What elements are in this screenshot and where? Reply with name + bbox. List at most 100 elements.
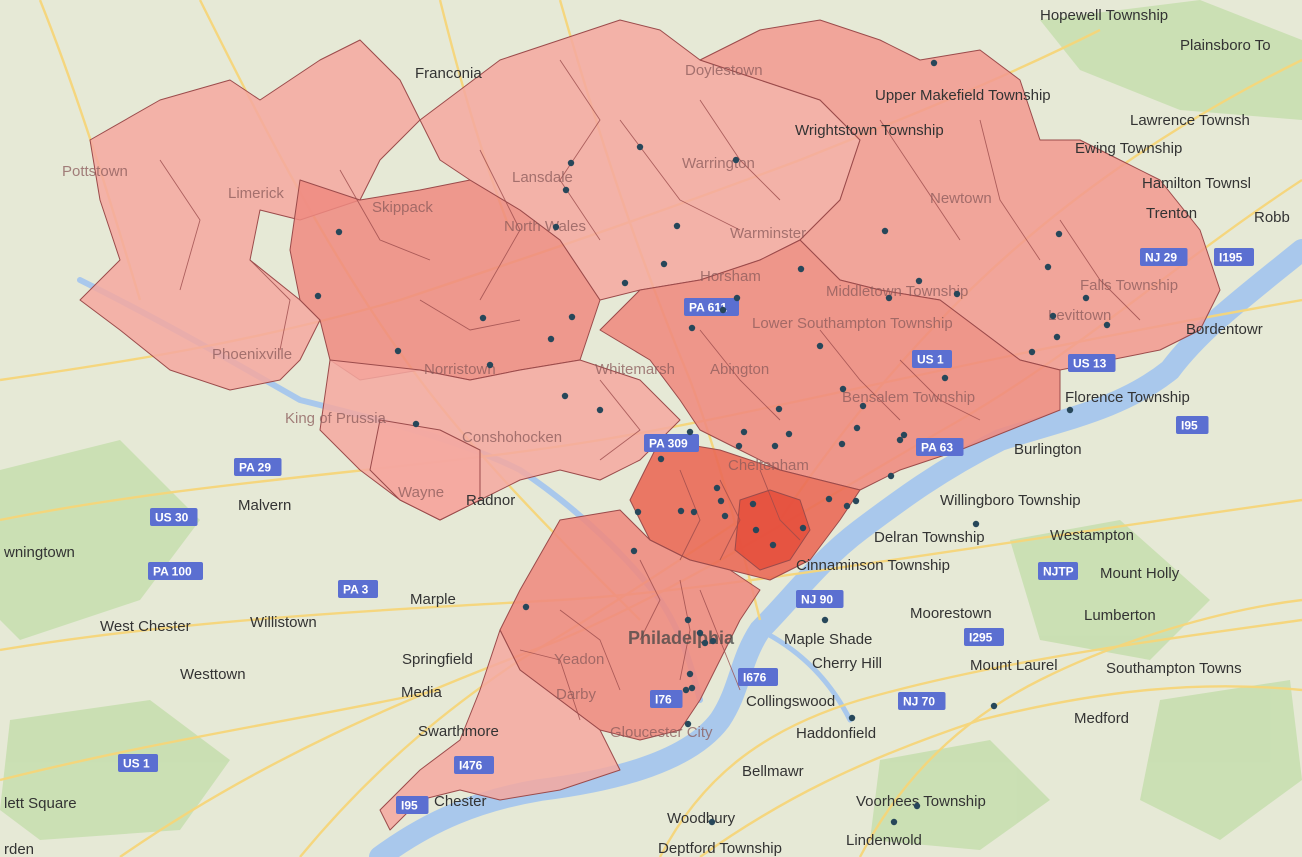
location-marker[interactable]: [825, 495, 833, 503]
location-marker[interactable]: [486, 361, 494, 369]
location-marker[interactable]: [621, 279, 629, 287]
location-marker[interactable]: [900, 431, 908, 439]
location-marker[interactable]: [838, 440, 846, 448]
route-shield-nj-29: NJ 29: [1140, 248, 1188, 266]
location-marker[interactable]: [881, 227, 889, 235]
route-shield-pa-309: PA 309: [644, 434, 699, 452]
location-marker[interactable]: [797, 265, 805, 273]
location-marker[interactable]: [677, 507, 685, 515]
place-label-westtown: Westtown: [180, 666, 246, 683]
location-marker[interactable]: [394, 347, 402, 355]
place-label-cherry-hill: Cherry Hill: [812, 655, 882, 672]
location-marker[interactable]: [972, 520, 980, 528]
location-marker[interactable]: [1028, 348, 1036, 356]
location-marker[interactable]: [890, 818, 898, 826]
location-marker[interactable]: [771, 442, 779, 450]
svg-text:I676: I676: [743, 671, 767, 685]
location-marker[interactable]: [717, 497, 725, 505]
location-marker[interactable]: [848, 714, 856, 722]
location-marker[interactable]: [552, 223, 560, 231]
location-marker[interactable]: [660, 260, 668, 268]
location-marker[interactable]: [412, 420, 420, 428]
location-marker[interactable]: [479, 314, 487, 322]
location-marker[interactable]: [709, 637, 717, 645]
location-marker[interactable]: [735, 442, 743, 450]
location-marker[interactable]: [684, 720, 692, 728]
location-marker[interactable]: [913, 802, 921, 810]
location-marker[interactable]: [887, 472, 895, 480]
location-marker[interactable]: [522, 603, 530, 611]
location-marker[interactable]: [1049, 312, 1057, 320]
location-marker[interactable]: [853, 424, 861, 432]
location-marker[interactable]: [708, 818, 716, 826]
location-marker[interactable]: [682, 686, 690, 694]
location-marker[interactable]: [314, 292, 322, 300]
location-marker[interactable]: [1044, 263, 1052, 271]
location-marker[interactable]: [749, 500, 757, 508]
location-marker[interactable]: [686, 670, 694, 678]
location-marker[interactable]: [885, 294, 893, 302]
location-marker[interactable]: [785, 430, 793, 438]
svg-text:NJ 90: NJ 90: [801, 593, 833, 607]
place-label-woodbury: Woodbury: [667, 810, 736, 827]
location-marker[interactable]: [713, 484, 721, 492]
place-label-phoenixville: Phoenixville: [212, 346, 292, 363]
place-label-delran-township: Delran Township: [874, 529, 985, 546]
location-marker[interactable]: [673, 222, 681, 230]
location-marker[interactable]: [852, 497, 860, 505]
location-marker[interactable]: [1053, 333, 1061, 341]
route-shield-i95: I95: [1176, 416, 1209, 434]
location-marker[interactable]: [839, 385, 847, 393]
location-marker[interactable]: [733, 294, 741, 302]
location-marker[interactable]: [567, 159, 575, 167]
route-shield-us-13: US 13: [1068, 354, 1116, 372]
location-marker[interactable]: [688, 324, 696, 332]
location-marker[interactable]: [561, 392, 569, 400]
location-marker[interactable]: [634, 508, 642, 516]
location-marker[interactable]: [690, 508, 698, 516]
location-marker[interactable]: [596, 406, 604, 414]
location-marker[interactable]: [657, 455, 665, 463]
location-marker[interactable]: [930, 59, 938, 67]
place-label-franconia: Franconia: [415, 65, 482, 82]
location-marker[interactable]: [1082, 294, 1090, 302]
location-marker[interactable]: [821, 616, 829, 624]
location-marker[interactable]: [568, 313, 576, 321]
location-marker[interactable]: [688, 684, 696, 692]
location-marker[interactable]: [696, 629, 704, 637]
location-marker[interactable]: [752, 526, 760, 534]
location-marker[interactable]: [775, 405, 783, 413]
location-marker[interactable]: [915, 277, 923, 285]
location-marker[interactable]: [721, 512, 729, 520]
location-marker[interactable]: [859, 402, 867, 410]
location-marker[interactable]: [941, 374, 949, 382]
location-marker[interactable]: [562, 186, 570, 194]
location-marker[interactable]: [953, 290, 961, 298]
location-marker[interactable]: [630, 547, 638, 555]
location-marker[interactable]: [1066, 406, 1074, 414]
location-marker[interactable]: [990, 702, 998, 710]
location-marker[interactable]: [740, 428, 748, 436]
location-marker[interactable]: [732, 156, 740, 164]
location-marker[interactable]: [686, 428, 694, 436]
place-label-hamilton-townsl: Hamilton Townsl: [1142, 175, 1251, 192]
location-marker[interactable]: [816, 342, 824, 350]
location-marker[interactable]: [335, 228, 343, 236]
location-marker[interactable]: [636, 143, 644, 151]
place-label-marple: Marple: [410, 591, 456, 608]
location-marker[interactable]: [799, 524, 807, 532]
location-marker[interactable]: [701, 639, 709, 647]
location-marker[interactable]: [719, 306, 727, 314]
location-marker[interactable]: [843, 502, 851, 510]
location-marker[interactable]: [547, 335, 555, 343]
route-shield-pa-100: PA 100: [148, 562, 203, 580]
location-marker[interactable]: [1055, 230, 1063, 238]
location-marker[interactable]: [1103, 321, 1111, 329]
location-marker[interactable]: [896, 436, 904, 444]
location-marker[interactable]: [769, 541, 777, 549]
location-marker[interactable]: [684, 616, 692, 624]
place-label-falls-township: Falls Township: [1080, 277, 1178, 294]
